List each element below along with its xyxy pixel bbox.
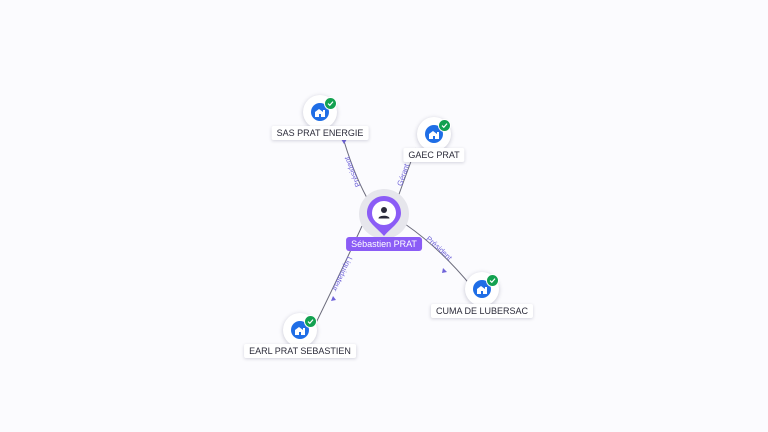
edge-cuma-de-lubersac [404,223,473,288]
verified-check-icon [324,97,337,110]
verified-check-icon [438,119,451,132]
person-node[interactable] [366,195,402,237]
company-node-cuma-de-lubersac[interactable] [462,269,502,309]
company-label[interactable]: EARL PRAT SEBASTIEN [244,344,356,358]
edge-label-sas: Président [342,155,362,189]
company-label[interactable]: SAS PRAT ENERGIE [271,126,369,140]
arrowhead-sas [341,139,347,144]
company-label[interactable]: CUMA DE LUBERSAC [430,304,534,318]
verified-check-icon [486,274,499,287]
edge-label-earl: Liquidateur [330,255,354,293]
company-node-sas-prat-energie[interactable] [300,92,340,132]
company-node-gaec-prat[interactable] [414,114,454,154]
edge-label-gaec: Gérant [395,162,411,187]
company-label[interactable]: GAEC PRAT [403,148,465,162]
verified-check-icon [304,315,317,328]
company-node-earl-prat-sebastien[interactable] [280,310,320,350]
edge-earl-prat-sebastien [311,225,363,332]
person-label[interactable]: Sébastien PRAT [346,237,422,251]
arrowhead-earl [331,296,336,301]
person-icon [378,207,390,219]
edge-label-cuma: Président [424,234,454,263]
arrowhead-cuma [442,268,447,273]
